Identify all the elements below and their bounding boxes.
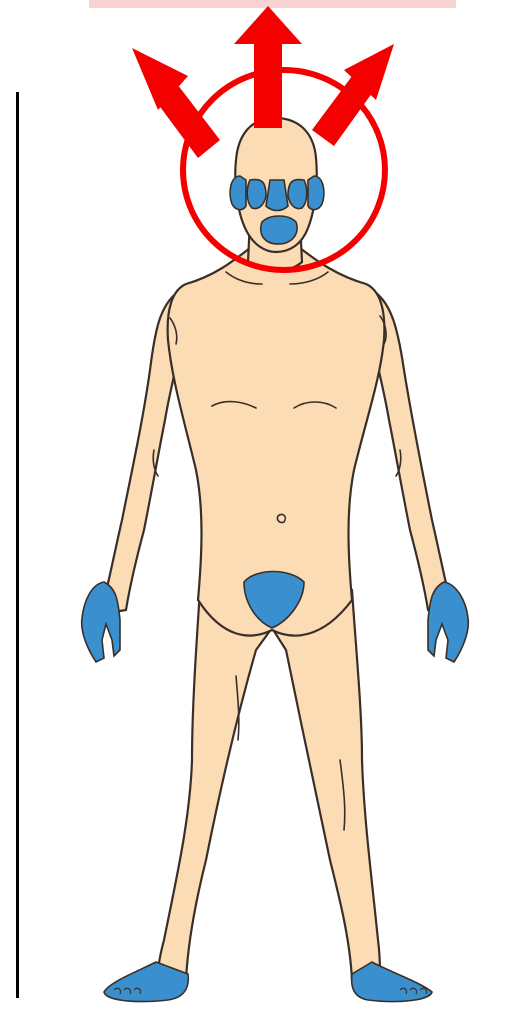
arrow-up-icon xyxy=(234,6,302,128)
mouth-chin-region xyxy=(261,216,297,244)
left-leg xyxy=(158,590,272,980)
left-hand-region xyxy=(82,582,120,662)
nose-region xyxy=(266,180,288,211)
arrow-up-right-icon xyxy=(312,44,394,146)
right-ear-region xyxy=(308,176,324,210)
body-figure xyxy=(104,118,450,980)
left-ear-region xyxy=(230,176,246,210)
right-foot-region xyxy=(352,962,432,1002)
right-leg xyxy=(272,590,380,980)
right-cheek-region xyxy=(288,180,307,209)
left-cheek-region xyxy=(247,180,266,209)
right-hand-region xyxy=(428,582,468,662)
